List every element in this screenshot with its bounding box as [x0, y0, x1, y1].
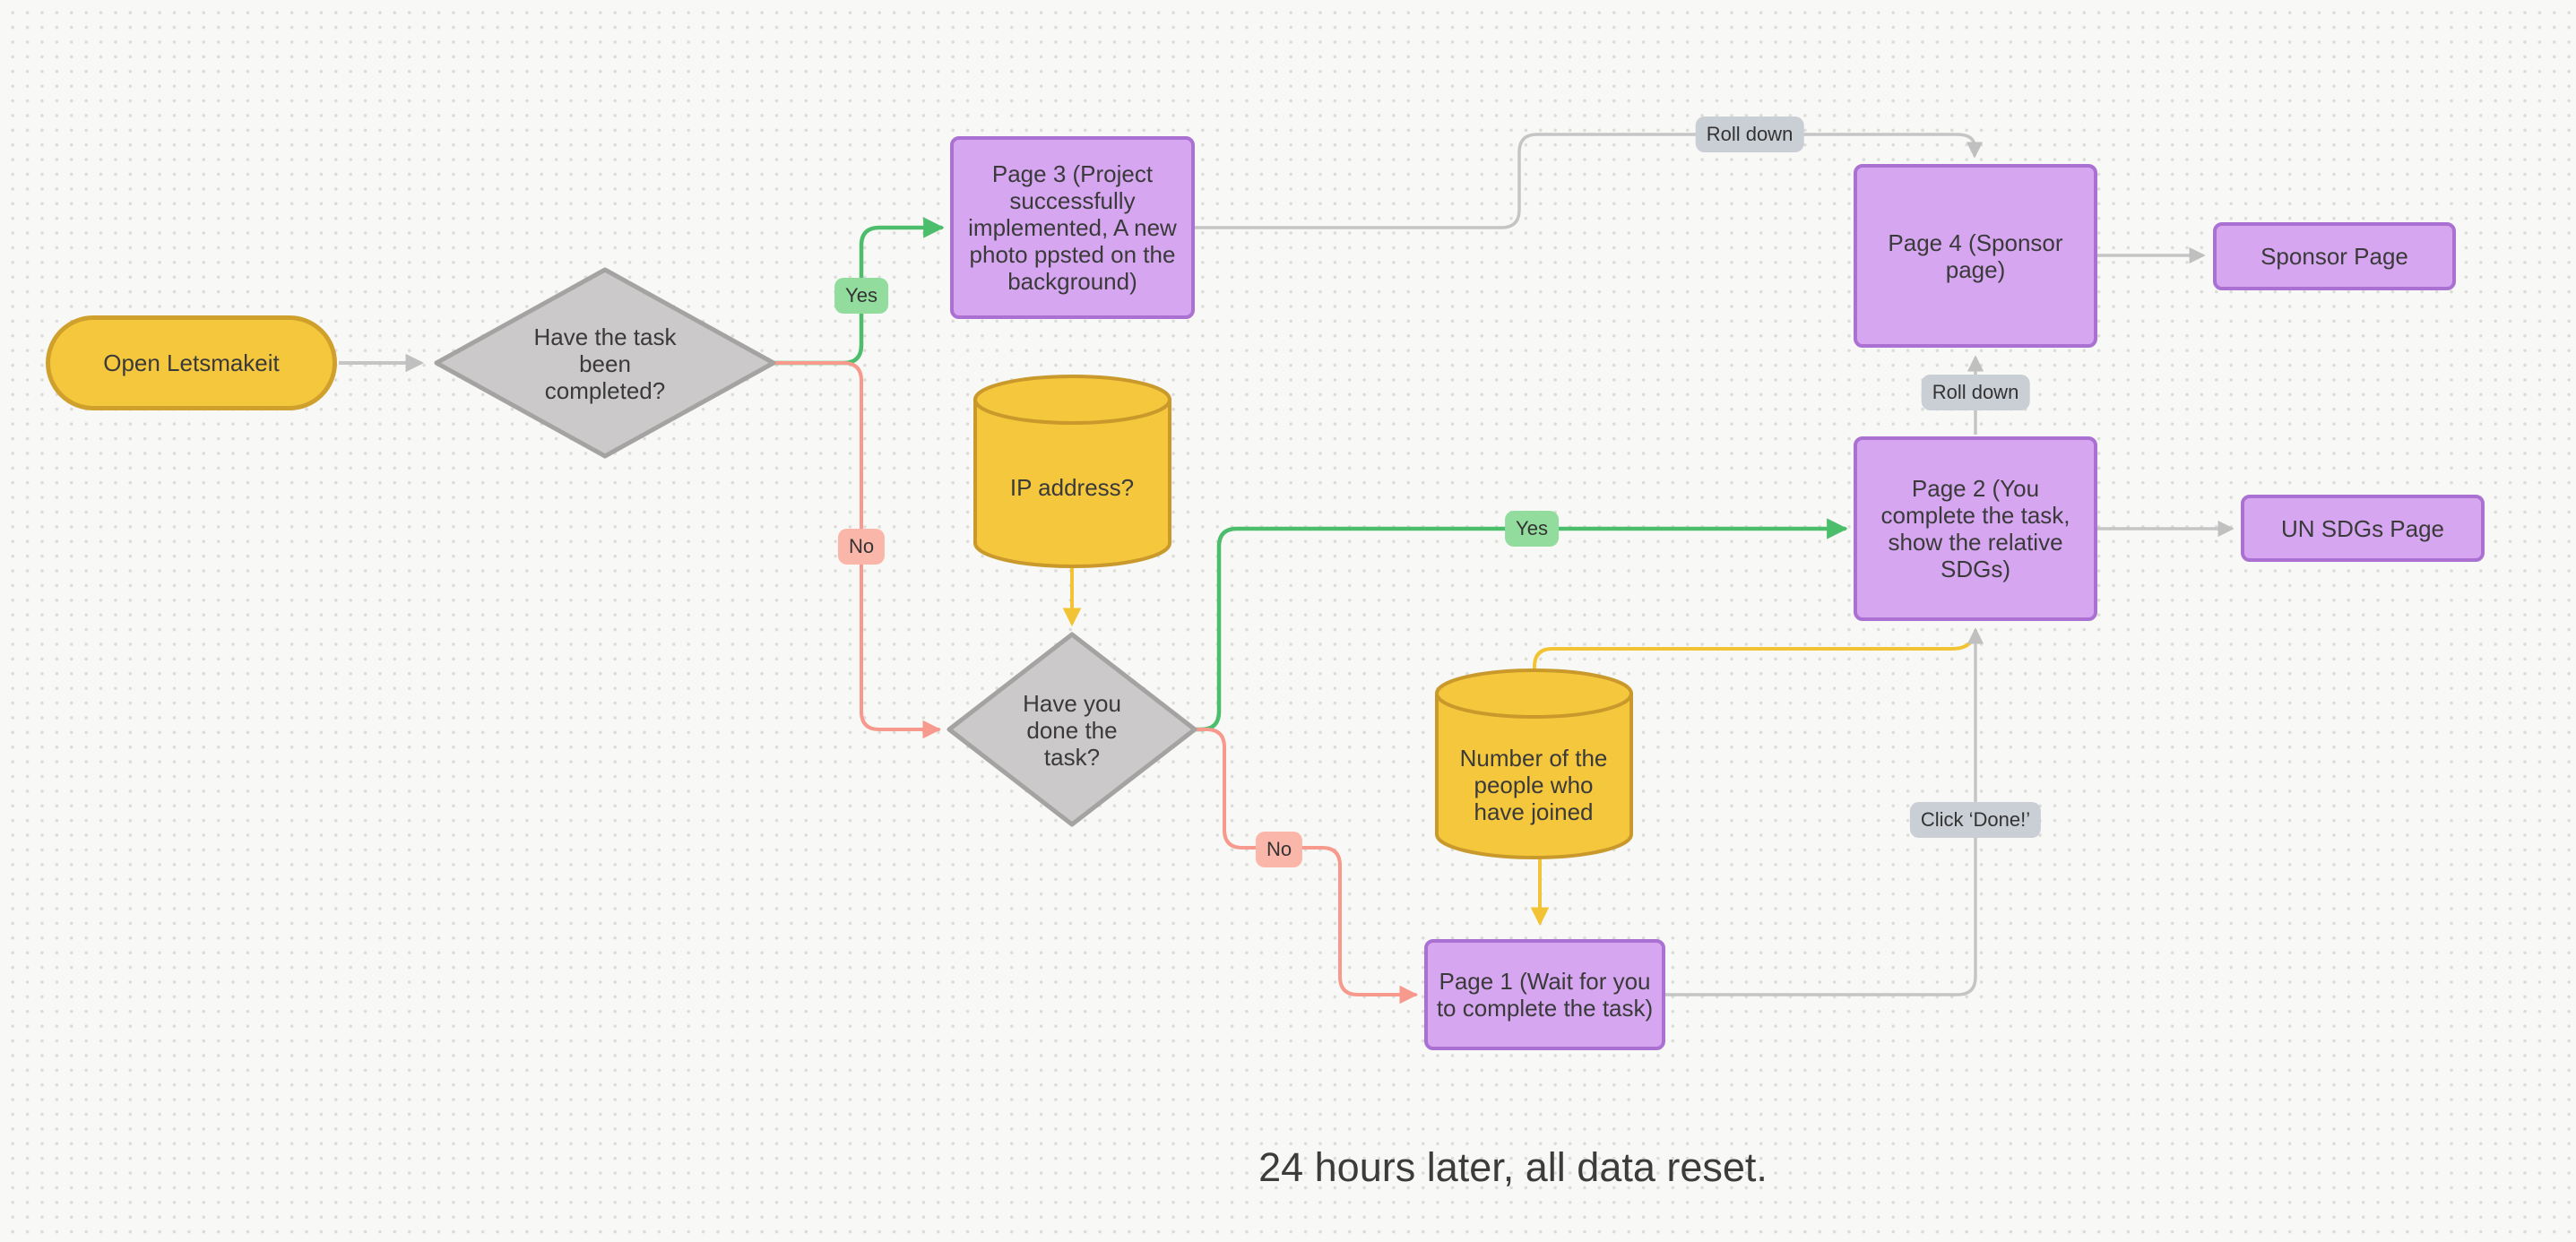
node-sponsor-page-label: Sponsor Page [2260, 243, 2408, 270]
node-people-db-label: Number of the people who have joined [1459, 745, 1608, 825]
node-un-sdgs-page-label: UN SDGs Page [2280, 514, 2445, 542]
people-database-cylinder[interactable] [1435, 694, 1633, 859]
node-page1[interactable]: Page 1 (Wait for you to complete the tas… [1424, 939, 1665, 1050]
node-page2-label: Page 2 (You complete the task, show the … [1880, 475, 2070, 582]
node-start-label: Open Letsmakeit [103, 349, 280, 376]
node-page4[interactable]: Page 4 (Sponsor page) [1854, 164, 2097, 348]
edge-label-no-1[interactable]: No [837, 529, 886, 565]
edge-label-yes-1[interactable]: Yes [834, 278, 888, 314]
node-page3[interactable]: Page 3 (Project successfully implemented… [950, 136, 1195, 319]
node-ip-db-label: IP address? [1009, 474, 1135, 501]
edge-label-yes-2[interactable]: Yes [1505, 511, 1559, 547]
node-decision2-label: Have you done the task? [1023, 690, 1121, 771]
ip-database-cylinder[interactable] [973, 400, 1171, 568]
node-start[interactable]: Open Letsmakeit [46, 315, 337, 410]
edge-label-roll-down-mid[interactable]: Roll down [1921, 375, 2030, 410]
node-page1-label: Page 1 (Wait for you to complete the tas… [1436, 968, 1654, 1022]
edge-page3-to-page4[interactable] [1195, 133, 1984, 229]
node-page3-label: Page 3 (Project successfully implemented… [968, 160, 1177, 295]
node-un-sdgs-page[interactable]: UN SDGs Page [2241, 495, 2485, 562]
canvas-caption[interactable]: 24 hours later, all data reset. [1258, 1144, 1768, 1190]
decision2-diamond[interactable] [947, 632, 1197, 827]
decision1-diamond[interactable] [434, 267, 776, 459]
edge-decision2-no-to-page1[interactable] [1193, 728, 1419, 1005]
node-page4-label: Page 4 (Sponsor page) [1888, 229, 2063, 283]
edge-label-roll-down-top[interactable]: Roll down [1695, 116, 1804, 152]
edge-page1-to-page2[interactable] [1665, 627, 1984, 996]
node-page2[interactable]: Page 2 (You complete the task, show the … [1854, 436, 2097, 621]
ip-database-cylinder-top[interactable] [973, 375, 1171, 425]
node-decision1-label: Have the task been completed? [533, 323, 677, 404]
node-sponsor-page[interactable]: Sponsor Page [2213, 222, 2456, 290]
edge-peopledb-to-page2[interactable] [1533, 629, 1977, 681]
people-database-cylinder-top[interactable] [1435, 668, 1633, 719]
edge-label-click-done[interactable]: Click ‘Done!’ [1909, 802, 2042, 838]
edge-label-no-2[interactable]: No [1255, 832, 1303, 867]
